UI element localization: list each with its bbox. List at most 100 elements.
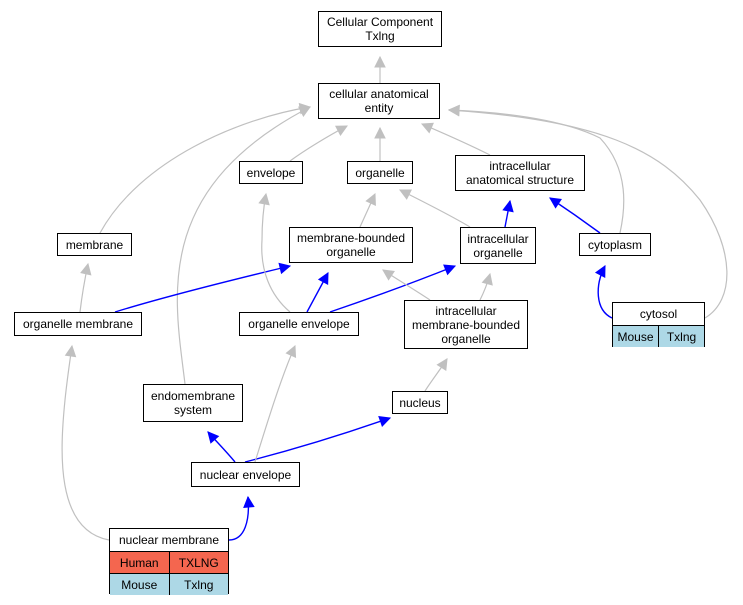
edge-arrowhead [481, 272, 493, 286]
edge-arrowhead [258, 192, 270, 206]
edge-arrowhead [399, 189, 412, 200]
edge-arrowhead [243, 495, 255, 508]
edge-arrowhead [502, 199, 514, 213]
table-title: nuclear membrane [110, 529, 228, 552]
node-label: cellular anatomical [329, 87, 429, 101]
edge-is-a-intracellular-membrane-bounded-organelle-to-membrane-bounded-organelle [382, 269, 431, 301]
edge-arrowhead [285, 344, 297, 358]
node-nucleus[interactable]: nucleus [392, 391, 448, 414]
edge-arrowhead [443, 264, 457, 276]
node-label: anatomical structure [465, 173, 575, 187]
node-cellular-component[interactable]: Cellular Component Txlng [318, 11, 442, 47]
node-label: envelope [246, 165, 296, 180]
node-label: Cellular Component [326, 15, 434, 29]
node-intracellular-organelle[interactable]: intracellular organelle [460, 227, 536, 264]
edge-arrowhead [594, 265, 606, 278]
node-organelle-envelope[interactable]: organelle envelope [239, 312, 359, 336]
edge-part-of-cytosol-to-cytoplasm [594, 265, 613, 319]
species-cell: Mouse [110, 574, 169, 595]
edge-is-a-membrane-bounded-organelle-to-organelle [359, 192, 376, 228]
node-label: organelle [355, 165, 405, 180]
node-cytoplasm[interactable]: cytoplasm [579, 233, 651, 256]
edge-arrowhead [447, 104, 460, 117]
node-label: endomembrane [150, 389, 236, 403]
node-intracellular-anatomical-structure[interactable]: intracellular anatomical structure [455, 155, 585, 191]
edge-line [448, 109, 728, 319]
node-label: intracellular [435, 303, 497, 318]
node-label: entity [364, 101, 394, 115]
node-cytosol-table[interactable]: cytosol Mouse Txlng [612, 302, 705, 347]
node-cellular-anatomical-entity[interactable]: cellular anatomical entity [318, 83, 440, 119]
edge-arrowhead [335, 125, 348, 137]
node-label: organelle [326, 245, 376, 259]
node-label: organelle [441, 331, 491, 346]
edge-part-of-cytoplasm-to-intracellular-anatomical-structure [549, 197, 601, 234]
edge-line [421, 123, 491, 156]
node-organelle[interactable]: organelle [347, 161, 413, 184]
edge-is-a-organelle-to-cellular-anatomical-entity [374, 126, 386, 161]
node-membrane[interactable]: membrane [57, 233, 132, 256]
edge-part-of-nuclear-membrane-to-nuclear-envelope [228, 495, 255, 541]
edge-arrowhead [80, 262, 92, 276]
edge-line [244, 417, 391, 463]
gene-cell: TXLNG [168, 552, 228, 573]
edge-arrowhead [374, 55, 386, 68]
edge-arrowhead [207, 431, 220, 444]
node-nuclear-membrane-table[interactable]: nuclear membrane Human TXLNG Mouse Txlng [109, 528, 229, 595]
edge-arrowhead [374, 126, 386, 139]
node-label: membrane-bounded [411, 317, 521, 332]
species-cell: Human [110, 552, 169, 573]
edge-arrowhead [298, 106, 311, 117]
node-label: system [173, 403, 212, 417]
edge-is-a-nuclear-membrane-to-organelle-membrane [61, 344, 110, 541]
edge-is-a-intracellular-anatomical-structure-to-cellular-anatomical-entity [420, 122, 491, 156]
node-label: membrane [65, 237, 124, 252]
node-nuclear-envelope[interactable]: nuclear envelope [191, 462, 300, 487]
edge-line [261, 193, 291, 313]
gene-cell: Txlng [168, 574, 228, 595]
edge-line [114, 265, 291, 313]
edge-arrowhead [365, 192, 376, 206]
edge-arrowhead [278, 262, 292, 275]
edge-part-of-intracellular-organelle-to-intracellular-anatomical-structure [502, 199, 514, 228]
edge-part-of-nuclear-envelope-to-nucleus [244, 415, 392, 463]
edge-arrowhead [420, 122, 434, 134]
edge-line [448, 109, 625, 234]
table-title: cytosol [613, 303, 704, 326]
node-intracellular-membrane-bounded-organelle[interactable]: intracellular membrane-bounded organelle [404, 300, 528, 349]
node-label: nucleus [399, 395, 441, 410]
table-row: Human TXLNG [110, 552, 228, 573]
node-membrane-bounded-organelle[interactable]: membrane-bounded organelle [289, 227, 413, 263]
edge-line [176, 106, 311, 385]
node-label: organelle [473, 245, 523, 260]
edge-is-a-endomembrane-system-to-cellular-anatomical-entity [176, 106, 311, 385]
edge-line [99, 106, 311, 234]
edge-is-a-cytosol-to-cellular-anatomical-entity [447, 104, 728, 319]
edge-arrowhead [382, 269, 395, 281]
edge-line [399, 189, 471, 228]
edge-arrowhead [549, 197, 562, 209]
node-endomembrane-system[interactable]: endomembrane system [143, 384, 243, 422]
table-row: Mouse Txlng [613, 326, 704, 347]
edge-arrowhead [64, 344, 77, 358]
edge-is-a-organelle-envelope-to-envelope [258, 192, 291, 313]
edge-arrowhead [378, 415, 392, 427]
node-envelope[interactable]: envelope [239, 161, 303, 184]
node-label: intracellular [489, 159, 551, 173]
node-label: nuclear envelope [199, 467, 292, 482]
node-organelle-membrane[interactable]: organelle membrane [14, 312, 142, 336]
edge-is-a-organelle-membrane-to-membrane [79, 262, 92, 313]
species-cell: Mouse [613, 326, 658, 347]
node-label: intracellular [467, 231, 529, 246]
edge-line [61, 345, 110, 541]
gene-cell: Txlng [658, 326, 704, 347]
node-label: Txlng [365, 29, 395, 43]
node-label: organelle membrane [22, 317, 134, 331]
table-row: Mouse Txlng [110, 573, 228, 595]
edge-part-of-organelle-envelope-to-membrane-bounded-organelle [306, 272, 329, 313]
node-label: organelle envelope [248, 317, 350, 331]
edge-arrowhead [436, 358, 448, 371]
edge-part-of-organelle-envelope-to-intracellular-organelle [329, 264, 457, 313]
edge-layer [61, 55, 728, 541]
